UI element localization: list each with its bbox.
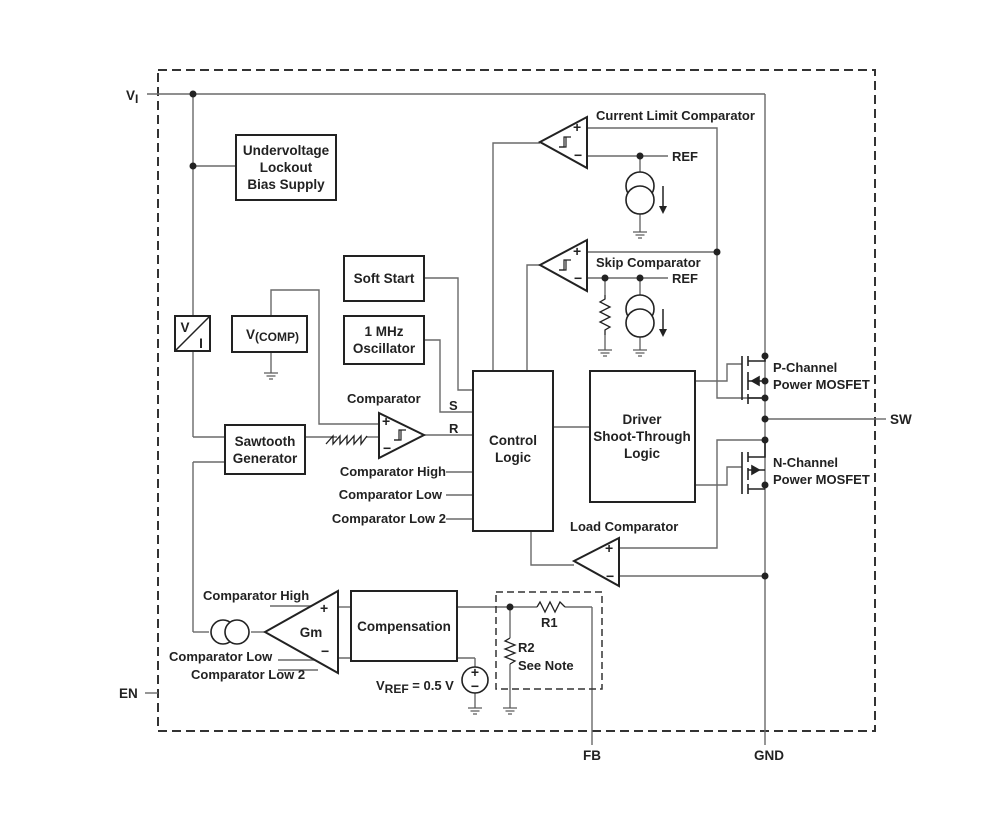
- vi-converter-top: V: [180, 320, 189, 335]
- gm-comparator-low-label: Comparator Low: [169, 649, 273, 664]
- gm-minus: −: [321, 643, 329, 659]
- current-limit-plus: +: [573, 119, 581, 135]
- gm-current-source-icon: [210, 619, 250, 645]
- pwm-comparator-minus: −: [383, 440, 391, 456]
- svg-text:−: −: [471, 678, 479, 694]
- load-comparator-plus: +: [605, 540, 613, 556]
- comparator-label: Comparator: [347, 391, 421, 406]
- junction-dots: [189, 90, 769, 611]
- ref-label-1: REF: [672, 149, 698, 164]
- vcomp-label: V(COMP): [246, 327, 299, 344]
- compensation-label: Compensation: [357, 619, 451, 634]
- oscillator-line2: Oscillator: [353, 341, 416, 356]
- n-channel-label-1: N-Channel: [773, 455, 838, 470]
- sawtooth-line2: Generator: [233, 451, 298, 466]
- r2-label: R2: [518, 640, 535, 655]
- uvlo-block: [235, 134, 337, 201]
- driver-line2: Shoot-Through: [593, 429, 690, 444]
- comparator-low-label: Comparator Low: [339, 487, 443, 502]
- load-comparator: [571, 536, 620, 588]
- feedback-divider-box: [495, 591, 603, 690]
- r-input-label: R: [449, 421, 459, 436]
- current-source-2-icon: [625, 294, 667, 338]
- sawtooth-generator-block: [224, 424, 306, 475]
- current-limit-minus: −: [574, 147, 582, 163]
- soft-start-label: Soft Start: [354, 271, 415, 286]
- compensation-block: [350, 590, 458, 662]
- current-source-1-icon: [625, 171, 667, 215]
- load-comparator-label: Load Comparator: [570, 519, 678, 534]
- comparator-low2-label: Comparator Low 2: [332, 511, 446, 526]
- vcomp-block: [231, 315, 308, 353]
- gm-comparator-low2-label: Comparator Low 2: [191, 667, 305, 682]
- soft-start-block: [343, 255, 425, 302]
- r1-resistor-icon: [536, 600, 566, 614]
- oscillator-line1: 1 MHz: [364, 324, 403, 339]
- uvlo-line3: Bias Supply: [247, 177, 325, 192]
- p-channel-mosfet-icon: [741, 356, 766, 404]
- control-logic-line2: Logic: [495, 450, 531, 465]
- wires: [145, 93, 886, 745]
- gnd-pin-label: GND: [754, 748, 784, 763]
- sawtooth-line1: Sawtooth: [235, 434, 296, 449]
- load-comparator-minus: −: [606, 568, 614, 584]
- uvlo-line2: Lockout: [260, 160, 313, 175]
- oscillator-block: [343, 315, 425, 365]
- p-channel-label-2: Power MOSFET: [773, 377, 870, 392]
- vref-source-icon: + −: [461, 664, 489, 694]
- gm-comparator-high-label: Comparator High: [203, 588, 309, 603]
- control-logic-block: [472, 370, 554, 532]
- comparator-high-label: Comparator High: [340, 464, 446, 479]
- r2-resistor-icon: [503, 637, 517, 665]
- sawtooth-waveform-icon: [325, 434, 368, 446]
- r1-label: R1: [541, 615, 558, 630]
- driver-line1: Driver: [622, 412, 662, 427]
- sw-pin-label: SW: [890, 412, 912, 427]
- skip-plus: +: [573, 243, 581, 259]
- uvlo-line1: Undervoltage: [243, 143, 330, 158]
- skip-comparator-label: Skip Comparator: [596, 255, 701, 270]
- ref-label-2: REF: [672, 271, 698, 286]
- driver-block: [589, 370, 696, 503]
- control-logic-line1: Control: [489, 433, 537, 448]
- s-input-label: S: [449, 398, 458, 413]
- n-channel-label-2: Power MOSFET: [773, 472, 870, 487]
- skip-resistor-icon: [598, 295, 612, 335]
- driver-line3: Logic: [624, 446, 660, 461]
- skip-minus: −: [574, 270, 582, 286]
- see-note-label: See Note: [518, 658, 574, 673]
- current-limit-label: Current Limit Comparator: [596, 108, 755, 123]
- fb-pin-label: FB: [583, 748, 601, 763]
- ic-boundary: [157, 69, 876, 732]
- vi-converter-bottom: I: [199, 336, 203, 351]
- gm-plus: +: [320, 600, 328, 616]
- vi-pin-label: VI: [126, 88, 138, 106]
- gm-label: Gm: [300, 625, 323, 640]
- p-channel-label-1: P-Channel: [773, 360, 837, 375]
- svg-text:+: +: [471, 664, 479, 680]
- n-channel-mosfet-icon: [741, 440, 766, 494]
- pwm-comparator-plus: +: [382, 413, 390, 429]
- en-pin-label: EN: [119, 686, 138, 701]
- gm-amplifier: [262, 589, 339, 675]
- vref-label: VREF = 0.5 V: [376, 678, 454, 696]
